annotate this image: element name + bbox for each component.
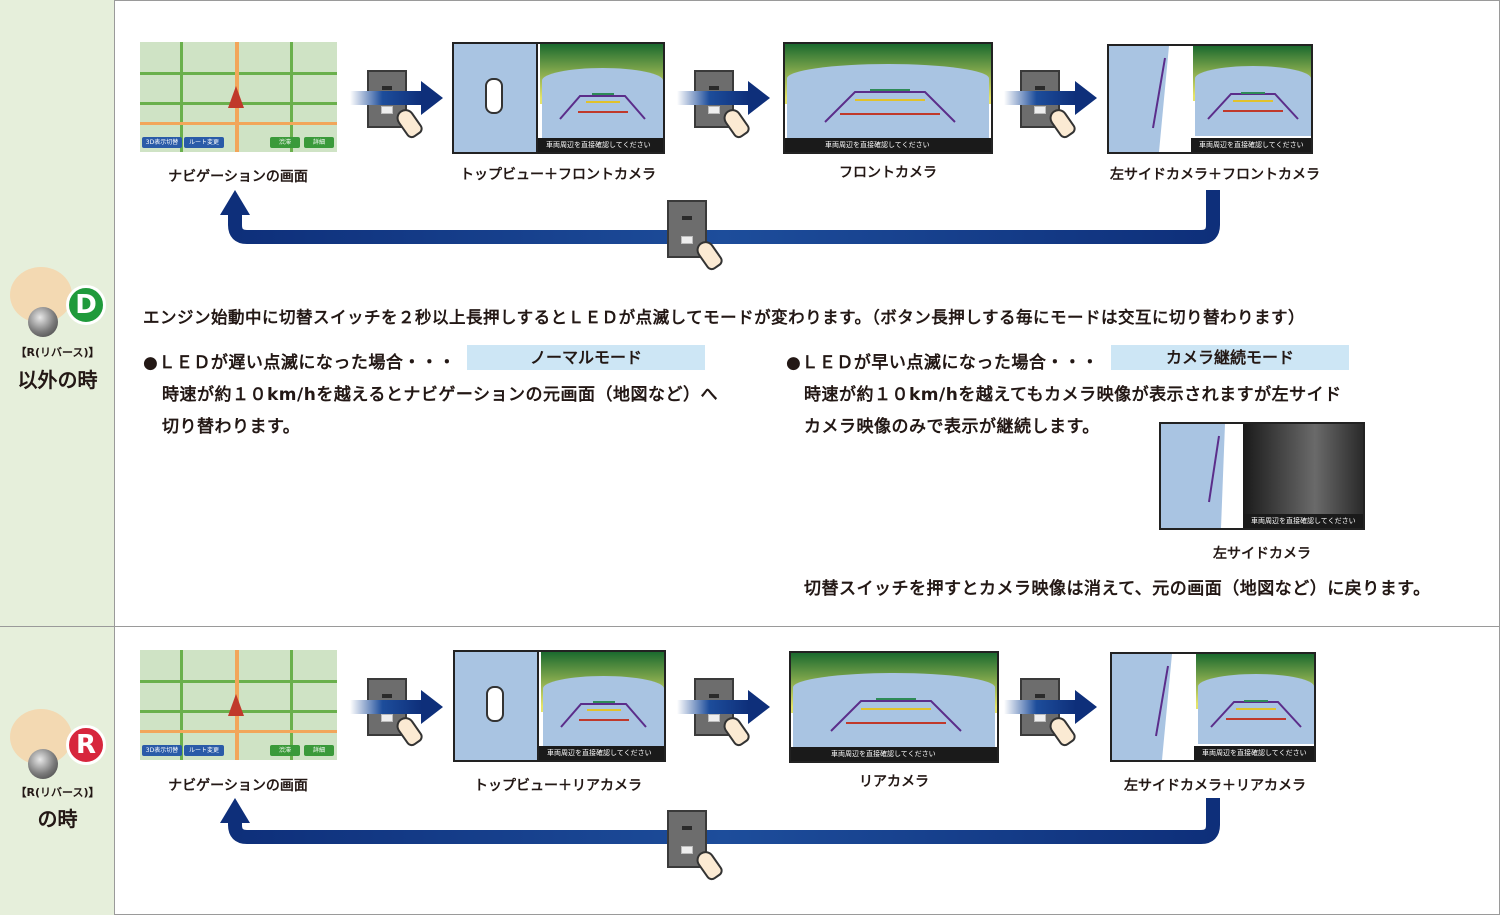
camera-continue-mode-badge: カメラ継続モード xyxy=(1111,345,1349,370)
navigation-screen: 3D表示切替 ルート変更 渋滞 詳細 xyxy=(140,42,337,152)
notice-bar: 車両周辺を直接確認してください xyxy=(785,138,991,152)
side-label-small-d: 【R(リバース)】 xyxy=(15,346,100,359)
section-divider xyxy=(0,626,1500,627)
caption-front-camera: フロントカメラ xyxy=(839,165,937,181)
caption-navigation: ナビゲーションの画面 xyxy=(168,778,308,794)
caption-rear-camera: リアカメラ xyxy=(859,774,929,790)
slow-blink-line2: 切り替わります。 xyxy=(162,417,301,437)
rear-camera-screen: 車両周辺を直接確認してください xyxy=(789,651,999,763)
navigation-screen: 3D表示切替 ルート変更 渋滞 詳細 xyxy=(140,650,337,760)
slow-blink-lead: ●ＬＥＤが遅い点滅になった場合・・・ xyxy=(143,353,456,373)
car-icon xyxy=(485,78,503,114)
arrow-right xyxy=(677,91,749,105)
fast-blink-lead: ●ＬＥＤが早い点滅になった場合・・・ xyxy=(786,353,1099,373)
gear-letter-d: D xyxy=(66,285,106,325)
map-traffic-button: 渋滞 xyxy=(270,745,300,756)
car-icon xyxy=(486,686,504,722)
side-label-small-r: 【R(リバース)】 xyxy=(15,786,100,799)
notice-bar: 車両周辺を直接確認してください xyxy=(791,747,997,761)
arrow-right xyxy=(1004,700,1076,714)
caption-topview-front: トップビュー＋フロントカメラ xyxy=(460,167,656,183)
map-detail-button: 詳細 xyxy=(304,745,334,756)
arrow-right xyxy=(350,700,422,714)
gear-d-icon: D xyxy=(8,265,108,345)
arrow-right-head-icon xyxy=(1075,81,1097,115)
arrow-right-head-icon xyxy=(1075,690,1097,724)
notice-bar: 車両周辺を直接確認してください xyxy=(539,746,664,760)
footer-note: 切替スイッチを押すとカメラ映像は消えて、元の画面（地図など）に戻ります。 xyxy=(804,579,1431,599)
arrow-right-head-icon xyxy=(421,690,443,724)
side-column-r xyxy=(0,627,115,915)
leftside-only-screen: 車両周辺を直接確認してください xyxy=(1159,422,1365,530)
caption-leftside-camera: 左サイドカメラ xyxy=(1213,546,1311,562)
fast-blink-line1: 時速が約１０km/hを越えてもカメラ映像が表示されますが左サイド xyxy=(804,385,1342,405)
fast-blink-line2: カメラ映像のみで表示が継続します。 xyxy=(804,417,1100,437)
notice-bar: 車両周辺を直接確認してください xyxy=(1243,514,1363,528)
topview-rear-screen: 車両周辺を直接確認してください xyxy=(453,650,666,762)
current-position-icon xyxy=(228,694,244,716)
return-arrow xyxy=(220,190,1220,244)
caption-leftside-front: 左サイドカメラ＋フロントカメラ xyxy=(1110,167,1320,183)
front-camera-screen: 車両周辺を直接確認してください xyxy=(783,42,993,154)
description-text: エンジン始動中に切替スイッチを２秒以上長押しするとＬＥＤが点滅してモードが変わり… xyxy=(143,308,1305,327)
slow-blink-line1: 時速が約１０km/hを越えるとナビゲーションの元画面（地図など）へ xyxy=(162,385,718,405)
side-label-big-d: 以外の時 xyxy=(17,368,98,392)
return-arrow xyxy=(220,798,1220,844)
normal-mode-badge: ノーマルモード xyxy=(467,345,705,370)
map-detail-button: 詳細 xyxy=(304,137,334,148)
arrow-right xyxy=(677,700,749,714)
notice-bar: 車両周辺を直接確認してください xyxy=(1191,138,1311,152)
notice-bar: 車両周辺を直接確認してください xyxy=(538,138,663,152)
arrow-right xyxy=(1004,91,1076,105)
caption-topview-rear: トップビュー＋リアカメラ xyxy=(474,778,642,794)
arrow-right xyxy=(350,91,422,105)
arrow-right-head-icon xyxy=(421,81,443,115)
gear-letter-r: R xyxy=(66,725,106,765)
leftside-front-screen: 車両周辺を直接確認してください xyxy=(1107,44,1313,154)
caption-leftside-rear: 左サイドカメラ＋リアカメラ xyxy=(1124,778,1306,794)
map-3d-button: 3D表示切替 xyxy=(142,137,182,148)
arrow-right-head-icon xyxy=(748,690,770,724)
leftside-rear-screen: 車両周辺を直接確認してください xyxy=(1110,652,1316,762)
gear-r-icon: R xyxy=(8,707,108,787)
current-position-icon xyxy=(228,86,244,108)
map-traffic-button: 渋滞 xyxy=(270,137,300,148)
map-route-button: ルート変更 xyxy=(184,137,224,148)
shift-knob-icon xyxy=(28,307,58,337)
notice-bar: 車両周辺を直接確認してください xyxy=(1194,746,1314,760)
map-route-button: ルート変更 xyxy=(184,745,224,756)
arrow-right-head-icon xyxy=(748,81,770,115)
map-3d-button: 3D表示切替 xyxy=(142,745,182,756)
side-label-big-r: の時 xyxy=(37,807,78,831)
shift-knob-icon xyxy=(28,749,58,779)
caption-navigation: ナビゲーションの画面 xyxy=(168,169,308,185)
topview-front-screen: 車両周辺を直接確認してください xyxy=(452,42,665,154)
